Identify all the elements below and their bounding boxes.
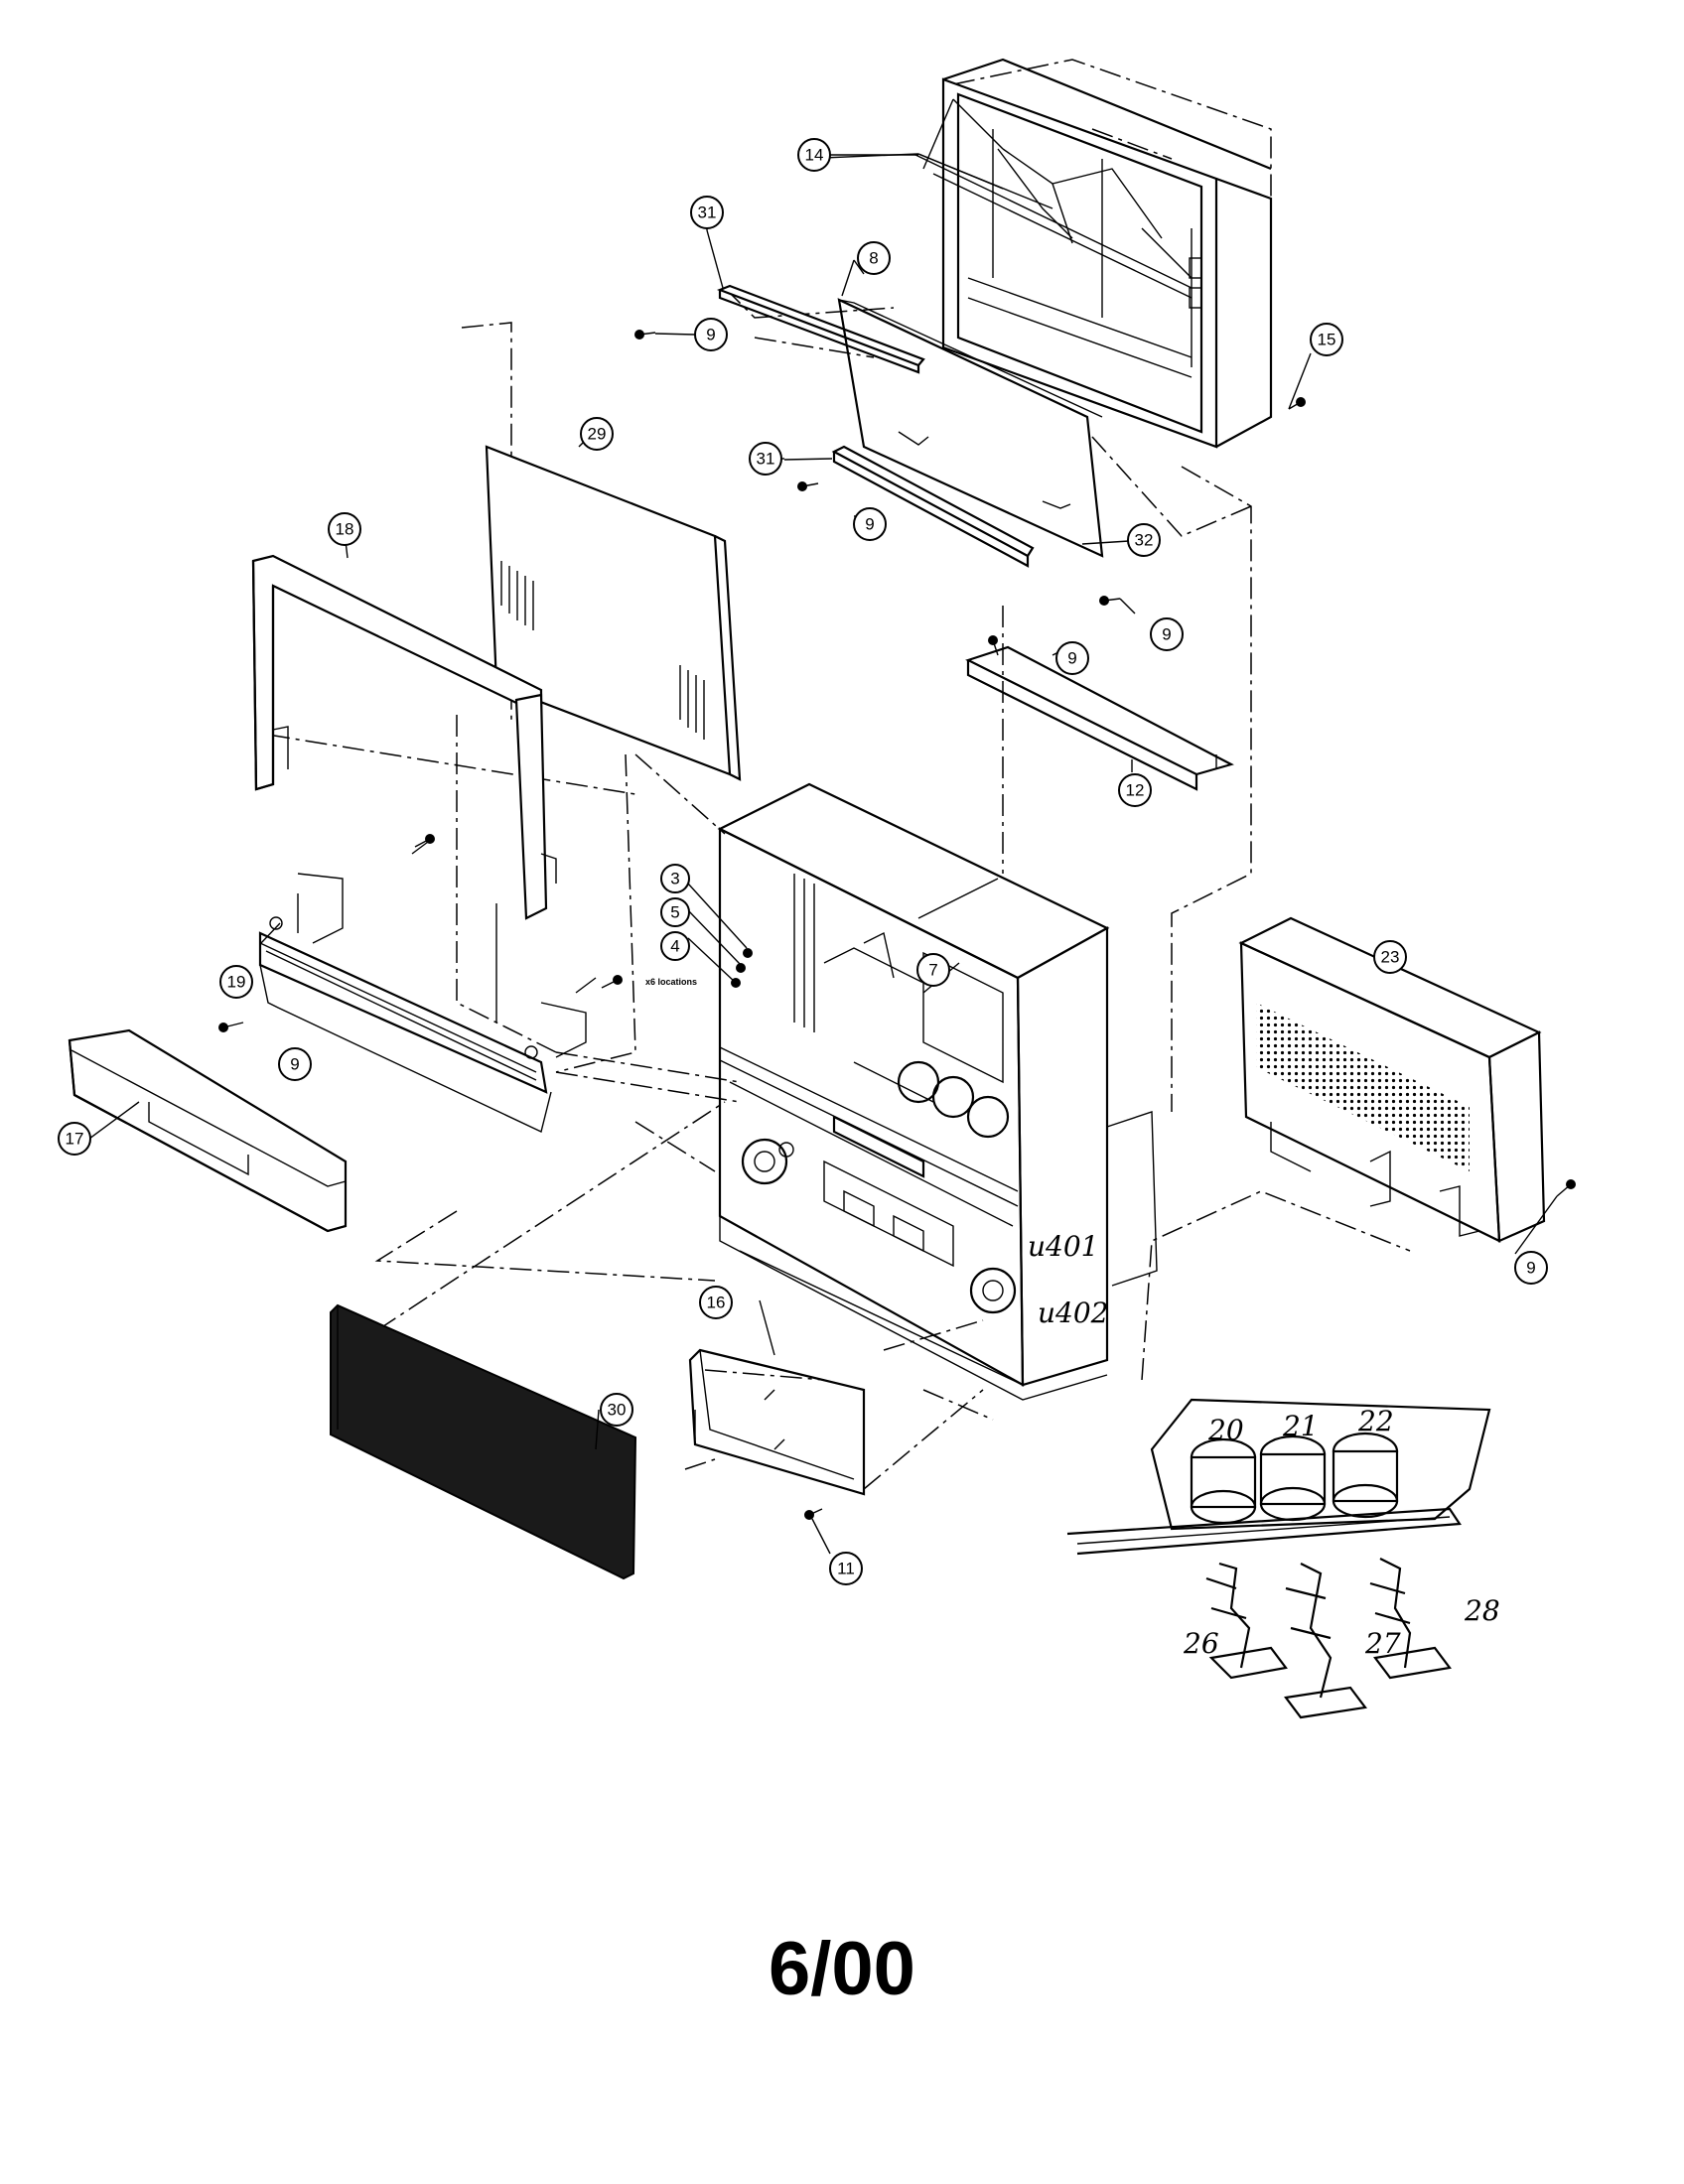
svg-text:23: 23 [1381,948,1400,967]
handwritten-20: 20 [1207,1414,1244,1446]
screw-icon [743,948,753,958]
svg-text:16: 16 [707,1294,726,1312]
handwritten-22: 22 [1357,1405,1394,1437]
speaker-grille-part-30 [330,1303,637,1580]
screw-icon [804,1508,823,1520]
svg-text:31: 31 [698,204,717,222]
svg-text:9: 9 [1067,649,1076,668]
svg-text:3: 3 [670,870,679,888]
callout-31: 31 [749,442,782,476]
crt-neck-icon [1205,1562,1288,1680]
svg-text:32: 32 [1135,531,1154,550]
callout-18: 18 [328,512,361,546]
handwritten-u401: u401 [1028,1230,1098,1263]
callout-31: 31 [690,196,724,229]
callout-9: 9 [694,318,728,351]
screw-icon [1099,596,1121,606]
location-note: x6 locations [645,977,697,987]
svg-text:15: 15 [1318,331,1336,349]
callout-14: 14 [797,138,831,172]
callout-12: 12 [1118,773,1152,807]
handwritten-28: 28 [1464,1594,1500,1627]
front-trim-part-17 [68,1028,348,1233]
leader-lines [88,154,1558,1555]
page-date-footer: 6/00 [769,1927,915,2011]
screws [218,330,1576,1520]
callout-23: 23 [1373,940,1407,974]
projection-tube-assembly [1066,1398,1491,1719]
callout-3: 3 [660,864,690,893]
svg-text:9: 9 [865,515,874,534]
callout-17: 17 [58,1122,91,1156]
callout-8: 8 [857,241,891,275]
front-frame-part-18 [251,554,557,920]
callout-9: 9 [853,507,887,541]
crt-neck-icon [1284,1563,1367,1719]
callout-16: 16 [699,1286,733,1319]
screw-icon [601,975,623,989]
svg-text:30: 30 [608,1401,627,1420]
handwritten-labels: u401 u402 20 21 22 26 27 28 [1028,1230,1500,1660]
svg-text:18: 18 [336,520,354,539]
bottom-cover-part-16 [688,1348,866,1496]
screw-icon [634,330,656,340]
callouts: 14 31 8 9 15 29 31 9 32 18 9 9 12 3 5 4 … [58,138,1548,1585]
rear-cover-part-23 [1238,916,1546,1243]
svg-text:31: 31 [757,450,775,469]
svg-text:7: 7 [928,961,937,980]
screw-icon [797,481,819,491]
screw-icon [988,635,999,656]
rail-part-31-upper [706,229,925,374]
callout-9: 9 [1514,1251,1548,1285]
subframe-part-19 [258,838,597,1133]
svg-text:9: 9 [290,1055,299,1074]
screw-icon [218,1022,244,1032]
svg-text:5: 5 [670,903,679,922]
callout-11: 11 [829,1552,863,1585]
svg-text:8: 8 [869,249,878,268]
crt-tube-icon [1332,1432,1399,1519]
screw-icon [736,963,746,973]
handwritten-27: 27 [1364,1627,1401,1660]
svg-text:29: 29 [588,425,607,444]
rail-part-31-lower [783,445,1035,568]
callout-4: 4 [660,931,690,961]
callout-15: 15 [1310,323,1343,356]
crt-neck-icon [1369,1558,1452,1680]
svg-text:9: 9 [1162,625,1171,644]
callout-9: 9 [1150,617,1184,651]
callout-29: 29 [580,417,614,451]
callout-30: 30 [600,1393,633,1427]
assembly-guide-lines [267,59,1411,1490]
svg-text:19: 19 [227,973,246,992]
handwritten-u402: u402 [1038,1297,1108,1329]
screw-icon [1288,397,1306,410]
callout-9: 9 [278,1047,312,1081]
handwritten-21: 21 [1282,1410,1319,1442]
callout-9: 9 [1055,641,1089,675]
callout-32: 32 [1127,523,1161,557]
bracket-part-12 [965,645,1234,791]
mirror-light-box-part-14 [798,58,1273,449]
callout-7: 7 [916,953,950,987]
screen-frame-part-8 [837,259,1104,558]
handwritten-26: 26 [1183,1627,1219,1660]
svg-text:14: 14 [805,146,824,165]
svg-text:9: 9 [1526,1259,1535,1278]
callout-5: 5 [660,897,690,927]
crt-tube-icon [1190,1437,1257,1525]
svg-text:9: 9 [706,326,715,344]
main-cabinet [717,782,1158,1401]
panel-part-29 [485,445,742,781]
svg-text:17: 17 [66,1130,84,1149]
screw-icon [414,834,435,848]
callout-19: 19 [219,965,253,999]
svg-text:11: 11 [837,1560,855,1578]
svg-text:4: 4 [670,937,679,956]
screw-icon [1556,1179,1576,1197]
svg-text:12: 12 [1126,781,1145,800]
crt-tube-icon [1259,1434,1327,1522]
